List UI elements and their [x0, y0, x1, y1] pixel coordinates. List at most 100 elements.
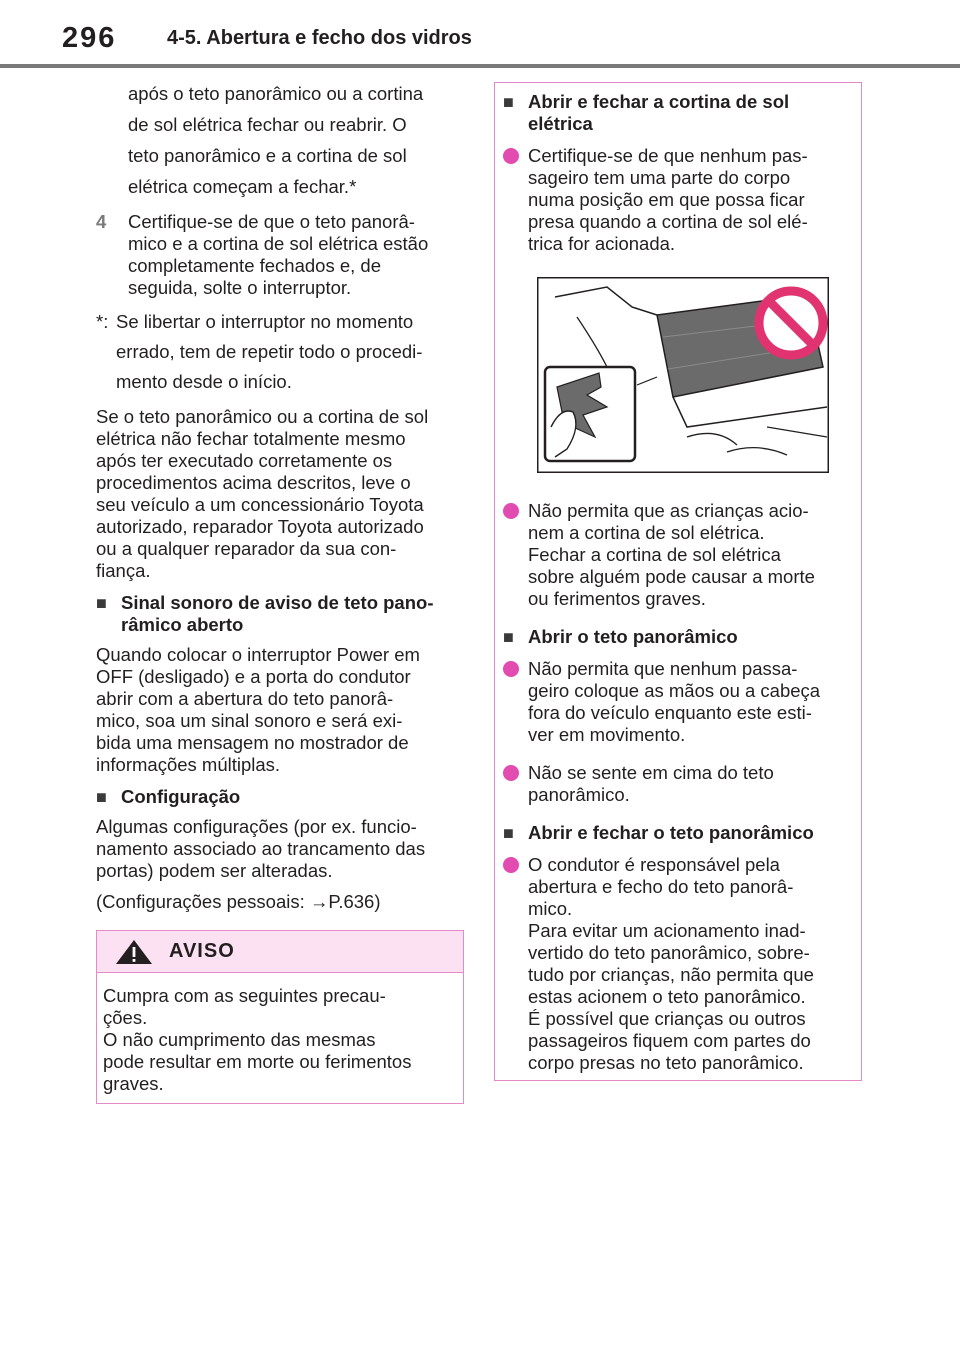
- section-title: 4-5. Abertura e fecho dos vidros: [167, 27, 472, 49]
- text-line: nem a cortina de sol elétrica.: [528, 522, 765, 543]
- bullet-dot-icon: [503, 857, 519, 873]
- text-line: É possível que crianças ou outros: [528, 1008, 806, 1029]
- text-line: Não se sente em cima do teto: [528, 762, 774, 783]
- text-line: Algumas configurações (por ex. funcio-: [96, 816, 417, 837]
- warning-title: AVISO: [169, 940, 235, 962]
- page-header: 296 4-5. Abertura e fecho dos vidros: [0, 0, 960, 70]
- text-line: completamente fechados e, de: [128, 255, 381, 276]
- text-line: Quando colocar o interruptor Power em: [96, 644, 420, 665]
- text-line: de sol elétrica fechar ou reabrir. O: [128, 114, 407, 135]
- heading-line: Abrir e fechar a cortina de sol: [528, 91, 790, 112]
- step-number: 4: [96, 211, 107, 232]
- warning-continuation-box: ■ Abrir e fechar a cortina de sol elétri…: [494, 82, 862, 1081]
- text-line: ou a qualquer reparador da sua con-: [96, 538, 397, 559]
- text-line: graves.: [103, 1073, 164, 1094]
- text-line: pode resultar em morte ou ferimentos: [103, 1051, 412, 1072]
- step-4: 4 Certifique-se de que o teto panorâ- mi…: [96, 211, 468, 299]
- text-line: Fechar a cortina de sol elétrica: [528, 544, 781, 565]
- text-line: passageiros fiquem com partes do: [528, 1030, 811, 1051]
- text-line: ou ferimentos graves.: [528, 588, 706, 609]
- warning-body: Cumpra com as seguintes precau- ções. O …: [97, 973, 463, 1095]
- bullet-item: O condutor é responsável pela abertura e…: [503, 854, 851, 1074]
- text-line: numa posição em que possa ficar: [528, 189, 805, 210]
- text-line: após ter executado corretamente os: [96, 450, 393, 471]
- bullet-dot-icon: [503, 661, 519, 677]
- text-line: panorâmico.: [528, 784, 630, 805]
- header-rule: [0, 64, 960, 68]
- text-line: abrir com a abertura do teto panorâ-: [96, 688, 394, 709]
- footnote-mark: *:: [96, 311, 109, 332]
- text-line: mico.: [528, 898, 573, 919]
- cross-reference-link[interactable]: (Configurações pessoais: →P.636): [96, 891, 381, 912]
- bullet-item: Não se sente em cima do teto panorâmico.: [503, 762, 851, 806]
- text-line: corpo presas no teto panorâmico.: [528, 1052, 804, 1073]
- text-line: tudo por crianças, não permita que: [528, 964, 814, 985]
- text-line: bida uma mensagem no mostrador de: [96, 732, 409, 753]
- bullet-dot-icon: [503, 765, 519, 781]
- text-line: vertido do teto panorâmico, sobre-: [528, 942, 810, 963]
- text-line: elétrica começam a fechar.*: [128, 176, 357, 197]
- text-line: fora do veículo enquanto este esti-: [528, 702, 812, 723]
- paragraph-buzzer: Quando colocar o interruptor Power em OF…: [96, 644, 468, 776]
- text-line: Cumpra com as seguintes precau-: [103, 985, 386, 1006]
- step-text: Certifique-se de que o teto panorâ- mico…: [128, 211, 428, 299]
- text-line: sobre alguém pode causar a morte: [528, 566, 815, 587]
- text-line: informações múltiplas.: [96, 754, 281, 775]
- heading-line: Abrir o teto panorâmico: [528, 626, 738, 647]
- paragraph-settings-ref: (Configurações pessoais: →P.636): [96, 891, 468, 913]
- text-line: Certifique-se de que nenhum pas-: [528, 145, 808, 166]
- paragraph-not-closing: Se o teto panorâmico ou a cortina de sol…: [96, 406, 468, 582]
- heading-line: elétrica: [528, 113, 593, 134]
- text-line: presa quando a cortina de sol elé-: [528, 211, 808, 232]
- square-bullet-icon: ■: [503, 627, 514, 647]
- text-line: trica for acionada.: [528, 233, 676, 254]
- text-line: ver em movimento.: [528, 724, 686, 745]
- text-line: estas acionem o teto panorâmico.: [528, 986, 806, 1007]
- bullet-item: Certifique-se de que nenhum pas- sageiro…: [503, 145, 851, 255]
- page-number: 296: [62, 22, 117, 54]
- text-line: OFF (desligado) e a porta do condutor: [96, 666, 411, 687]
- heading-configuration: ■ Configuração: [96, 786, 468, 808]
- warning-box: AVISO Cumpra com as seguintes precau- çõ…: [96, 930, 464, 1104]
- text-line: autorizado, reparador Toyota autorizado: [96, 516, 424, 537]
- square-bullet-icon: ■: [503, 92, 514, 112]
- text-line: O condutor é responsável pela: [528, 854, 780, 875]
- text-line: Certifique-se de que o teto panorâ-: [128, 211, 415, 232]
- text-line: sageiro tem uma parte do corpo: [528, 167, 791, 188]
- heading-sunshade: ■ Abrir e fechar a cortina de sol elétri…: [503, 91, 851, 135]
- bullet-item: Não permita que as crianças acio- nem a …: [503, 500, 851, 610]
- text-line: Não permita que nenhum passa-: [528, 658, 798, 679]
- text-line: errado, tem de repetir todo o procedi-: [116, 341, 423, 362]
- left-column: após o teto panorâmico ou a cortina de s…: [96, 78, 468, 913]
- square-bullet-icon: ■: [503, 823, 514, 843]
- text-line: namento associado ao trancamento das: [96, 838, 426, 859]
- paragraph-configuration: Algumas configurações (por ex. funcio- n…: [96, 816, 468, 882]
- bullet-dot-icon: [503, 148, 519, 164]
- warning-header: AVISO: [97, 931, 463, 973]
- text-line: mento desde o início.: [116, 371, 292, 392]
- text-line: após o teto panorâmico ou a cortina: [128, 83, 424, 104]
- heading-line: Sinal sonoro de aviso de teto pano-: [121, 592, 434, 613]
- text-line: O não cumprimento das mesmas: [103, 1029, 376, 1050]
- text-line: Para evitar um acionamento inad-: [528, 920, 806, 941]
- text-line: ções.: [103, 1007, 148, 1028]
- text-line: Se libertar o interruptor no momento: [116, 311, 414, 332]
- warning-triangle-icon: [116, 940, 152, 964]
- square-bullet-icon: ■: [96, 593, 107, 613]
- text-line: seu veículo a um concessionário Toyota: [96, 494, 424, 515]
- sunshade-pinch-illustration: [537, 277, 829, 473]
- heading-open-close-roof: ■ Abrir e fechar o teto panorâmico: [503, 822, 851, 844]
- heading-line: Abrir e fechar o teto panorâmico: [528, 822, 814, 843]
- heading-line: râmico aberto: [121, 614, 244, 635]
- text-line: Não permita que as crianças acio-: [528, 500, 809, 521]
- text-line: fiança.: [96, 560, 151, 581]
- heading-open-roof: ■ Abrir o teto panorâmico: [503, 626, 851, 648]
- text-line: geiro coloque as mãos ou a cabeça: [528, 680, 821, 701]
- text-line: abertura e fecho do teto panorâ-: [528, 876, 794, 897]
- heading-open-roof-buzzer: ■ Sinal sonoro de aviso de teto pano- râ…: [96, 592, 468, 636]
- text-line: Se o teto panorâmico ou a cortina de sol: [96, 406, 429, 427]
- text-line: elétrica não fechar totalmente mesmo: [96, 428, 406, 449]
- text-line: mico e a cortina de sol elétrica estão: [128, 233, 429, 254]
- step-continuation: após o teto panorâmico ou a cortina de s…: [96, 78, 468, 202]
- text-line: procedimentos acima descritos, leve o: [96, 472, 411, 493]
